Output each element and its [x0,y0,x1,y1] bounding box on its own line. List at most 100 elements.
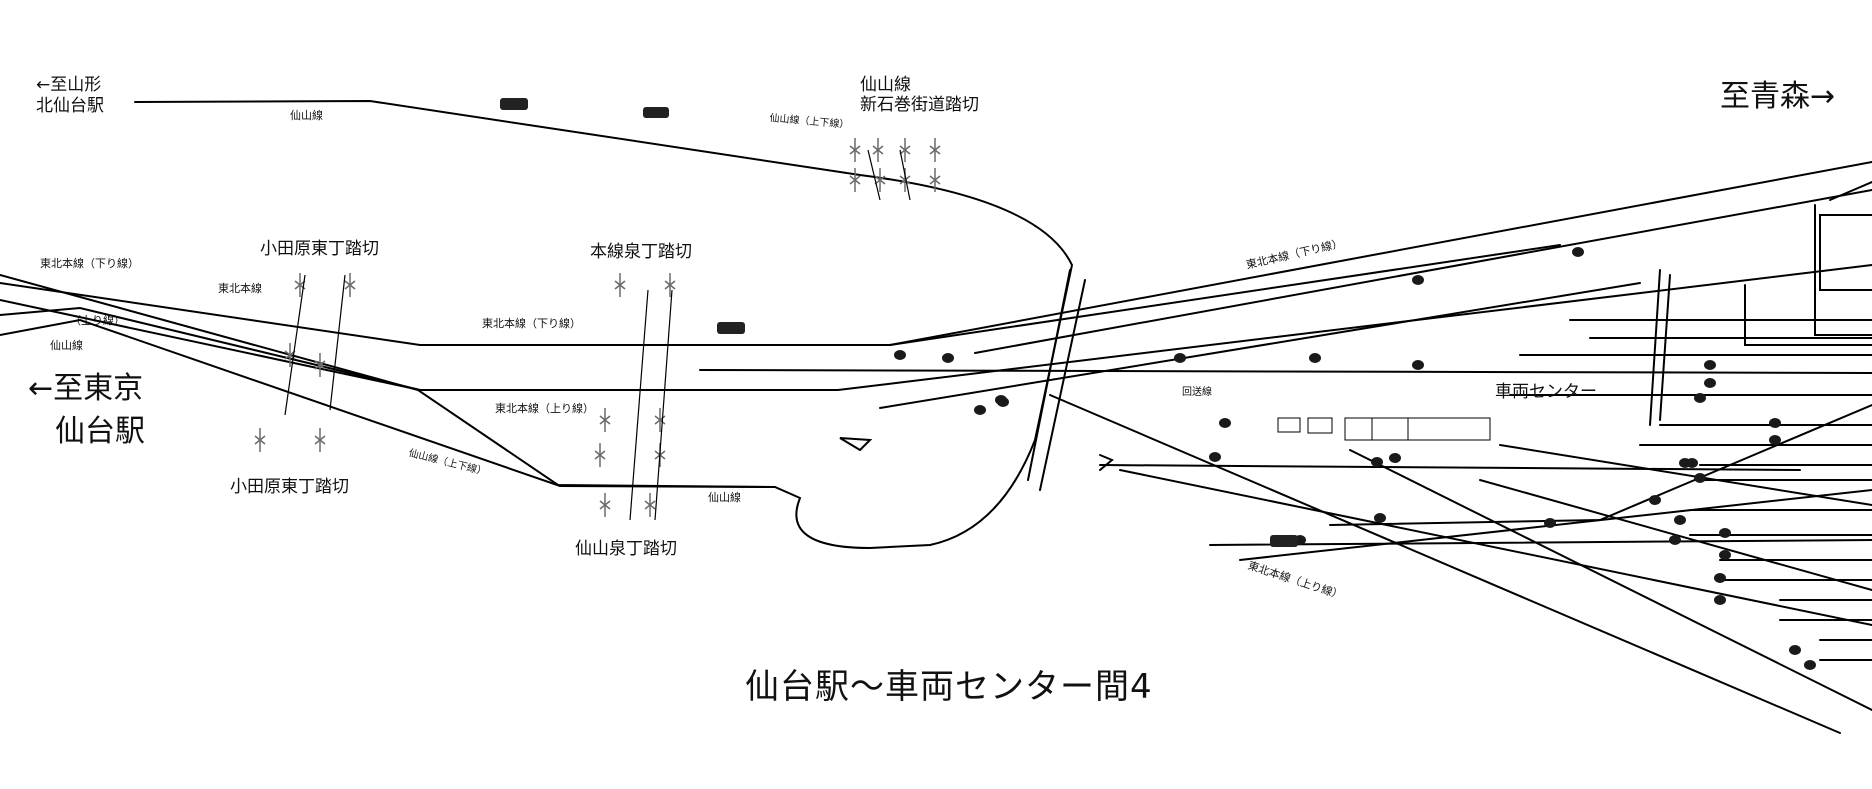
yard-line-3 [879,282,1641,409]
sendai-station-label: 仙台駅 [55,414,145,449]
depot-label: 車両センター [1495,382,1597,402]
odawara-road-2 [329,274,346,411]
signal-icon [974,405,986,415]
senzan-crossing-road-2 [899,149,911,201]
yard-line-5 [1099,464,1801,471]
yard-line-9 [1349,449,1872,711]
tohoku-down-label-mid: 東北本線（下り線） [482,317,581,330]
signal-icon [894,350,906,360]
crossing-gates [254,138,941,517]
signal-icon [1371,457,1383,467]
shin-ishinomaki-crossing-label: 新石巻街道踏切 [860,95,979,115]
depot-building-3 [1344,417,1491,441]
to-tokyo-label: ←至東京 [28,371,144,406]
crossing-gate-icon [644,493,656,517]
senzan-line-label-left: 仙山線 [50,339,83,352]
signal-icon [1572,247,1584,257]
crossing-gate-icon [899,168,911,192]
yard-line-11 [1479,479,1872,591]
yard-line-1 [889,244,1561,346]
tohoku-down-line [0,161,1872,346]
senzan-up-diag-1 [1027,269,1071,481]
signal-icon [1544,518,1556,528]
kaisou-line [699,369,1872,374]
siding-2 [1099,454,1114,471]
yard-frame-4 [1649,269,1661,426]
signals [894,247,1816,670]
senzan-line-label-mid: 仙山線 [708,491,741,504]
signal-icon [1669,535,1681,545]
yard-frame-2 [1814,204,1872,336]
signal-icon [1804,660,1816,670]
crossing-gate-icon [654,408,666,432]
signal-icon [1209,452,1221,462]
crossing-gate-icon [344,273,356,297]
signal-icon [1674,515,1686,525]
odawara-crossing-label-top: 小田原東丁踏切 [260,239,379,259]
kaisou-line-label: 回送線 [1182,387,1212,398]
odawara-road-1 [284,274,306,416]
honsen-road-1 [629,289,649,521]
up-line-label-left: （上り線） [70,314,125,327]
to-aomori-label: 至青森→ [1720,79,1836,114]
tohoku-up-label-mid: 東北本線（上り線） [495,402,594,415]
crossing-gate-icon [899,138,911,162]
odawara-crossing-label-bottom: 小田原東丁踏切 [230,477,349,497]
signal-icon [1686,458,1698,468]
signal-icon [1412,360,1424,370]
signal-icon [1719,528,1731,538]
crossing-gate-icon [599,493,611,517]
signal-icon [1389,453,1401,463]
senzan-line-top [0,99,1074,550]
tohoku-down-label-left: 東北本線（下り線） [40,257,139,270]
crossing-gate-icon [929,168,941,192]
signal-icon [1219,418,1231,428]
crossing-gate-icon [314,353,326,377]
senzan-izumi-crossing-label: 仙山泉丁踏切 [575,539,677,559]
vehicles [500,98,1298,547]
senzan-crossing-line-label: 仙山線 [860,75,911,95]
depot-building-2 [1307,417,1333,434]
crossing-gate-icon [849,138,861,162]
senzan-line-label-top: 仙山線 [290,109,323,122]
yard-line-6 [1119,469,1872,626]
crossing-roads [284,149,911,521]
crossing-gate-icon [254,428,266,452]
yard-frame-5 [1659,274,1671,421]
vehicle-icon [643,107,669,118]
signal-icon [1649,495,1661,505]
signal-icon [1694,393,1706,403]
signal-icon [942,353,954,363]
crossing-gate-icon [849,168,861,192]
yard-frame-6 [1829,181,1872,201]
signal-icon [1704,360,1716,370]
signal-icon [1309,353,1321,363]
signal-icon [1412,275,1424,285]
siding-1 [839,437,873,451]
tohoku-main-left [0,264,1872,391]
honsen-izumi-crossing-label: 本線泉丁踏切 [590,242,692,262]
signal-icon [1714,595,1726,605]
vehicle-icon [500,98,528,110]
crossing-gate-icon [614,273,626,297]
crossing-gate-icon [599,408,611,432]
signal-icon [1704,378,1716,388]
map-title: 仙台駅～車両センター間4 [745,667,1153,707]
lower-main [0,318,771,488]
yard-line-4 [1049,394,1841,734]
tohoku-main-label-left: 東北本線 [218,282,262,295]
yard-line-8 [1239,489,1872,561]
signal-icon [1719,550,1731,560]
yard-line-10 [1499,444,1872,506]
signal-icon [1174,353,1186,363]
crossing-gate-icon [314,428,326,452]
signal-icon [995,395,1007,405]
depot-building-1 [1277,417,1301,433]
vehicle-icon [1270,535,1298,547]
crossing-gate-icon [929,138,941,162]
signal-icon [1714,573,1726,583]
senzan-up-diag-2 [1039,279,1086,491]
vehicle-icon [717,322,745,334]
signal-icon [1789,645,1801,655]
